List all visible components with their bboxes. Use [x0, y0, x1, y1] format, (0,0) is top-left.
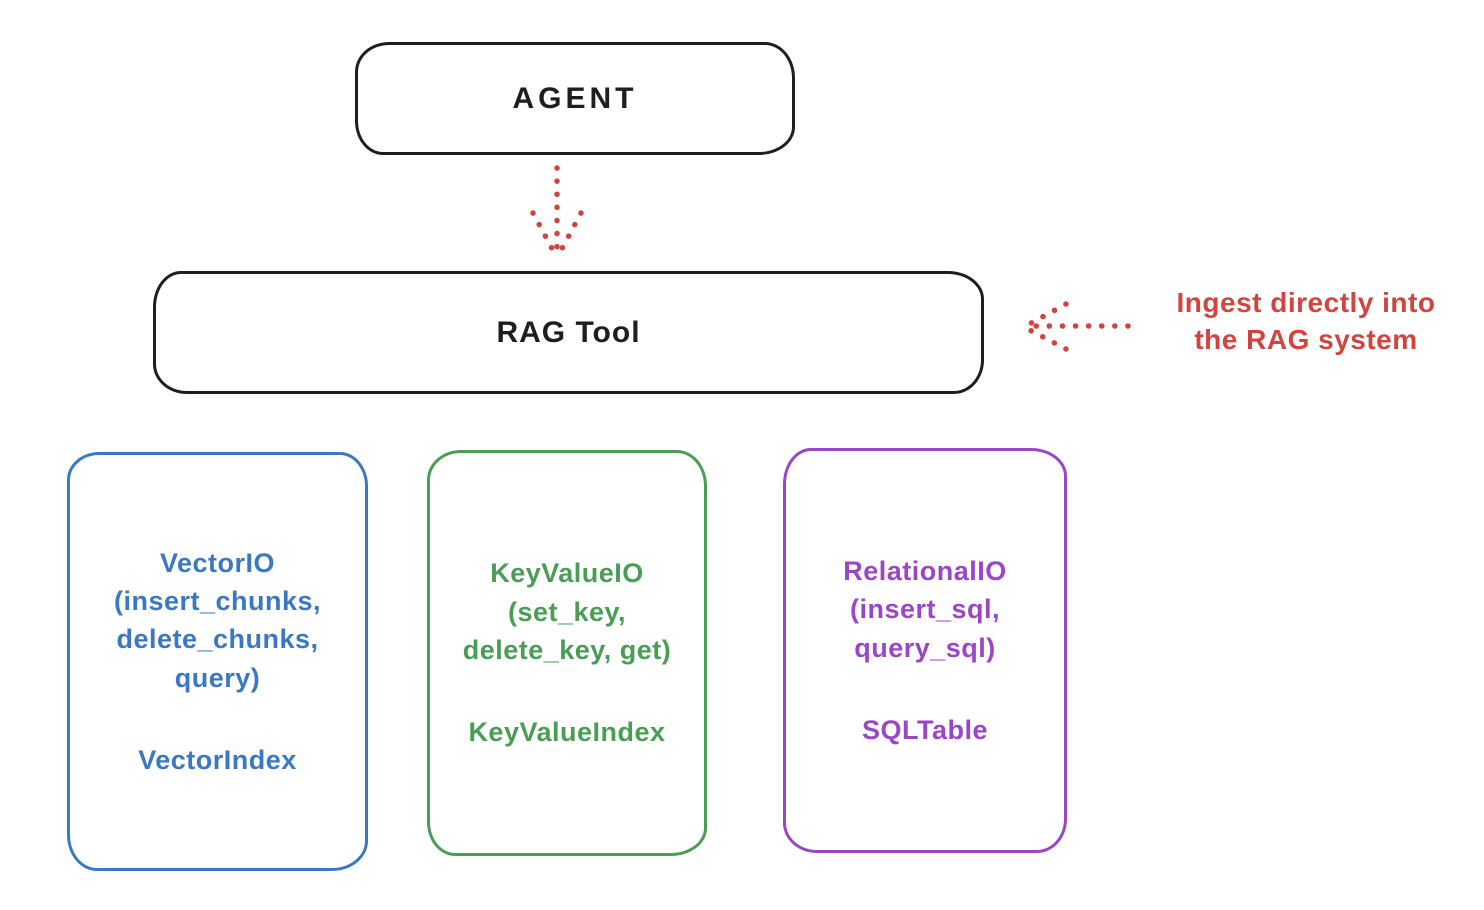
annotation-line-2: the RAG system [1194, 324, 1418, 356]
rag-tool-node: RAG Tool [153, 271, 984, 394]
vector-io-node: VectorIO (insert_chunks, delete_chunks, … [67, 452, 368, 871]
vector-io-line-4: query) [174, 662, 261, 693]
vector-index-label: VectorIndex [138, 744, 297, 775]
rag-tool-label: RAG Tool [496, 315, 641, 349]
keyvalue-index-label: KeyValueIndex [468, 717, 666, 748]
vector-io-line-3: delete_chunks, [116, 624, 319, 655]
sql-table-label: SQLTable [861, 714, 988, 745]
keyvalue-io-line-3: delete_key, get) [462, 635, 672, 665]
vector-io-line-2: (insert_chunks, [113, 586, 322, 616]
keyvalue-io-node: KeyValueIO (set_key, delete_key, get) Ke… [427, 450, 707, 856]
relational-io-line-1: RelationalIO [843, 555, 1007, 586]
agent-label: AGENT [512, 81, 638, 115]
vector-io-line-1: VectorIO [159, 547, 276, 578]
keyvalue-io-title: KeyValueIO (set_key, delete_key, get) [463, 554, 672, 669]
agent-to-rag-arrow [530, 165, 584, 259]
annotation-line-1: Ingest directly into [1176, 287, 1436, 318]
annotation-to-rag-arrow [1021, 301, 1131, 352]
keyvalue-io-line-1: KeyValueIO [490, 558, 644, 589]
vector-io-title: VectorIO (insert_chunks, delete_chunks, … [114, 544, 321, 697]
relational-io-line-3: query_sql) [854, 632, 996, 663]
relational-io-node: RelationalIO (insert_sql, query_sql) SQL… [783, 448, 1067, 853]
relational-io-title: RelationalIO (insert_sql, query_sql) [843, 552, 1007, 667]
keyvalue-io-line-2: (set_key, [507, 596, 627, 627]
agent-node: AGENT [355, 42, 795, 155]
relational-io-line-2: (insert_sql, [849, 594, 1001, 625]
annotation-text: Ingest directly into the RAG system [1138, 284, 1474, 358]
